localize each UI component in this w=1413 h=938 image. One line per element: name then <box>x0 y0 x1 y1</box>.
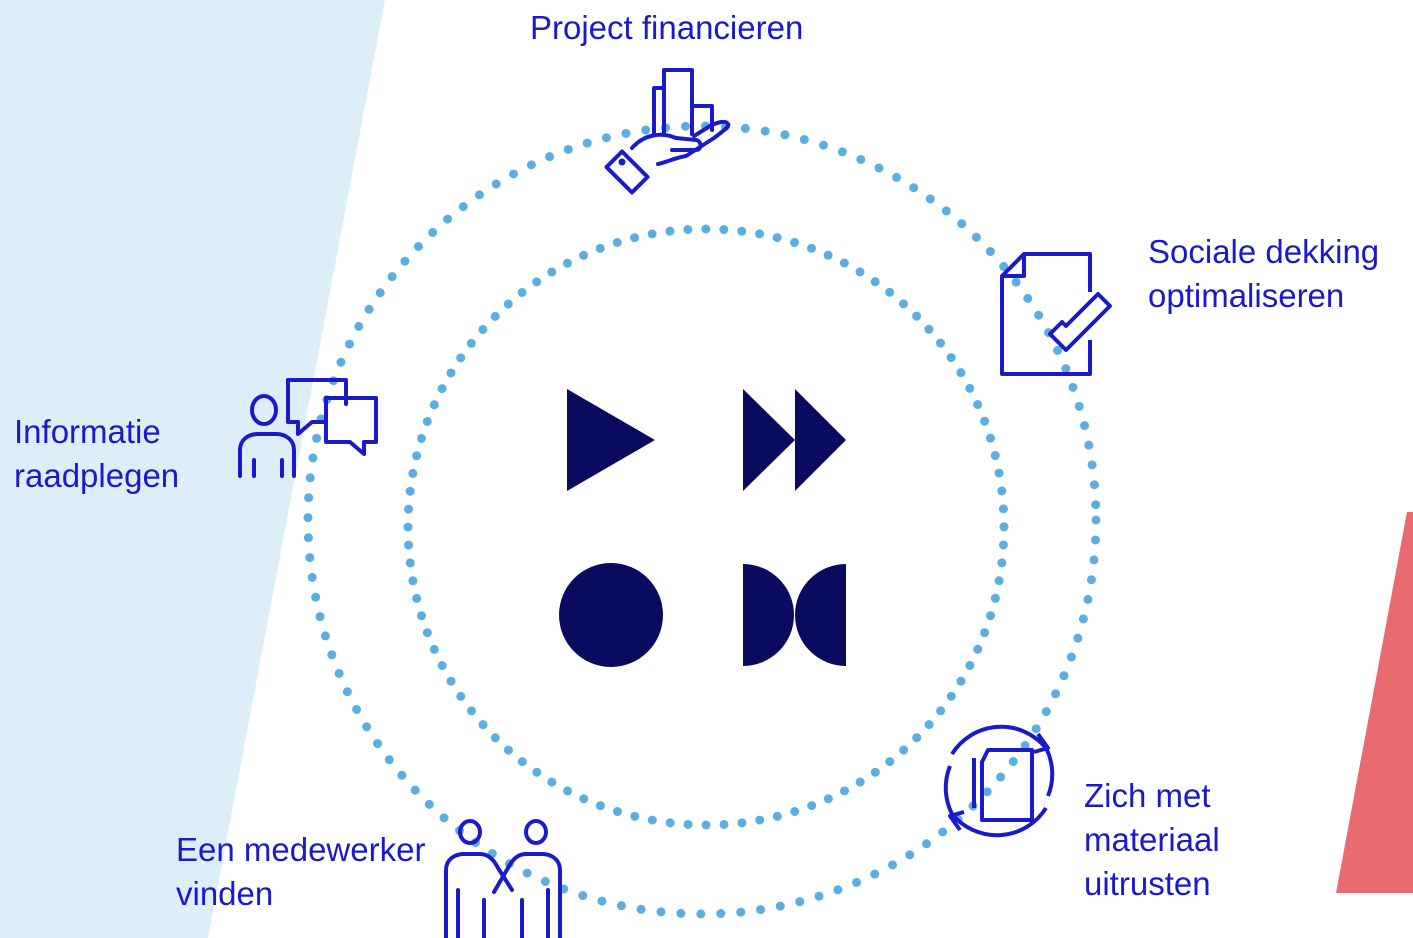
label-line: Zich met <box>1084 777 1211 814</box>
person-speech-bubbles-icon[interactable] <box>236 376 380 480</box>
label-line: optimaliseren <box>1148 277 1345 314</box>
fast-forward-mark <box>743 389 846 491</box>
label-project-financieren: Project financieren <box>530 6 803 50</box>
label-een-medewerker: Een medewerker vinden <box>176 828 425 916</box>
pause-halves-mark <box>743 564 846 666</box>
center-logo <box>559 389 846 667</box>
label-line: materiaal <box>1084 821 1220 858</box>
document-check-icon[interactable] <box>1000 252 1112 376</box>
play-triangle-mark <box>567 389 655 491</box>
label-sociale-dekking: Sociale dekking optimaliseren <box>1148 230 1379 318</box>
label-line: uitrusten <box>1084 865 1211 902</box>
outer-dotted-ring <box>303 121 1101 919</box>
inner-dotted-ring <box>403 224 1009 830</box>
circle-mark <box>559 563 663 667</box>
hand-bar-chart-icon[interactable] <box>604 66 734 195</box>
label-informatie-raadplegen: Informatie raadplegen <box>14 410 179 498</box>
label-line: Een medewerker <box>176 831 426 868</box>
label-line: raadplegen <box>14 457 180 494</box>
document-refresh-icon[interactable] <box>938 720 1060 842</box>
label-zich-met-materiaal: Zich met materiaal uitrusten <box>1084 774 1220 906</box>
left-light-blue-band <box>0 0 385 938</box>
label-line: Project financieren <box>530 9 804 46</box>
label-line: Sociale dekking <box>1148 233 1380 270</box>
label-line: Informatie <box>14 413 161 450</box>
label-line: vinden <box>176 875 274 912</box>
pink-accent-shape <box>1336 512 1413 893</box>
two-people-handshake-icon[interactable] <box>440 819 566 938</box>
